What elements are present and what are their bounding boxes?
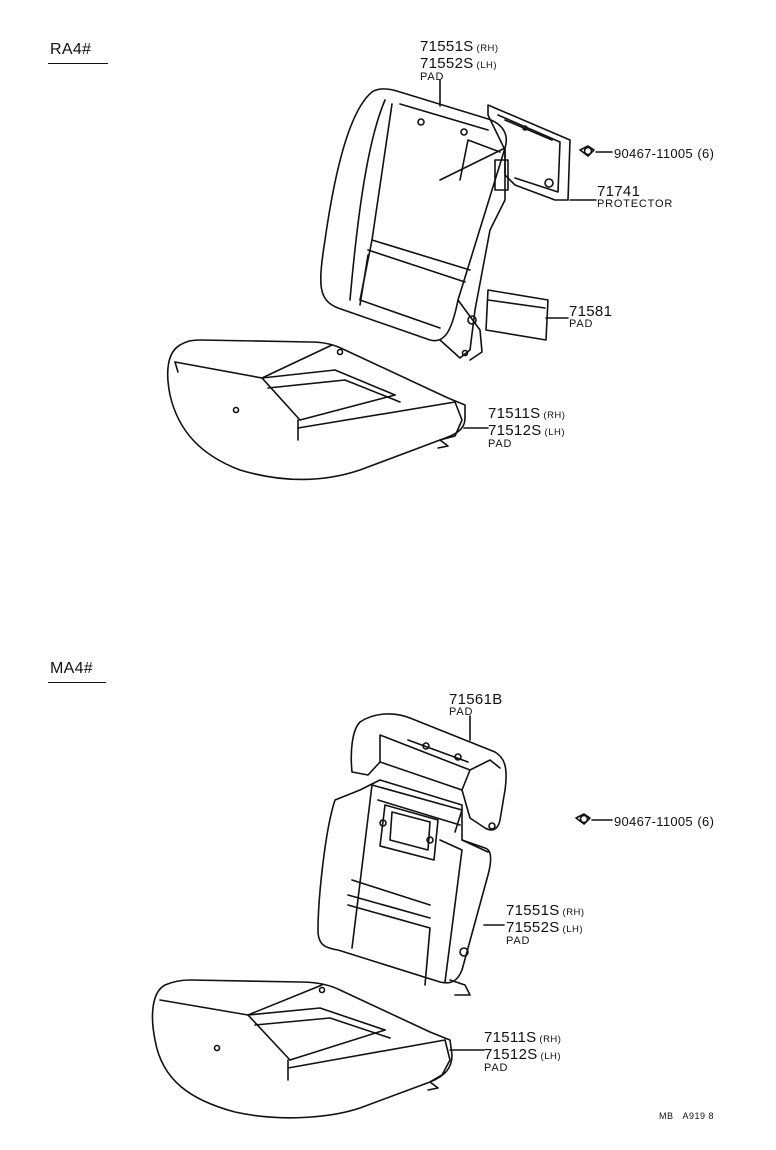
part-number: 71552S	[506, 919, 560, 936]
part-number: 71552S	[420, 55, 474, 72]
part-number: 71511S	[484, 1029, 537, 1046]
part-number: 71581	[569, 303, 613, 320]
part-description: PAD	[484, 1062, 509, 1074]
bottom-head-pad-drawing	[350, 713, 507, 831]
side-tag: (RH)	[476, 43, 499, 54]
side-tag: (LH)	[562, 924, 584, 935]
top-seat-back-drawing	[319, 88, 509, 361]
part-number: 71512S	[484, 1046, 538, 1063]
part-description: PAD	[569, 318, 594, 330]
side-tag: (RH)	[543, 410, 566, 421]
top-seat-cushion-drawing	[166, 339, 466, 481]
part-number: 90467-11005	[614, 814, 693, 829]
part-number: 71512S	[488, 422, 542, 439]
part-description: PAD	[488, 438, 513, 450]
part-number: 90467-11005	[614, 146, 693, 161]
side-tag: (RH)	[539, 1034, 562, 1045]
model-label-ra4: RA4#	[50, 41, 92, 58]
side-tag: (RH)	[562, 907, 585, 918]
part-number: 71561B	[449, 691, 503, 708]
part-description: PROTECTOR	[597, 198, 674, 210]
quantity: (6)	[697, 814, 715, 829]
footer-code: MB	[659, 1111, 674, 1121]
model-underline-ma4	[48, 682, 106, 683]
part-number: 71551S	[506, 902, 560, 919]
side-tag: (LH)	[544, 427, 566, 438]
part-description: PAD	[449, 706, 474, 718]
quantity: (6)	[697, 146, 715, 161]
footer-ref: A919 8	[682, 1111, 715, 1121]
side-tag: (LH)	[476, 60, 498, 71]
part-number: 71741	[597, 183, 641, 200]
model-label-ma4: MA4#	[50, 660, 93, 677]
part-number: 71511S	[488, 405, 541, 422]
bottom-back-pad-callout: 71551S(RH) 71552S(LH) PAD	[506, 903, 585, 947]
top-lower-pad-callout: 71581 PAD	[569, 304, 612, 330]
bottom-clip-drawing	[575, 813, 591, 825]
top-clip-callout: 90467-11005 (6)	[614, 146, 714, 162]
part-number: 71551S	[420, 38, 474, 55]
drawing-reference: MB A919 8	[659, 1112, 714, 1121]
bottom-seat-cushion-drawing	[151, 979, 453, 1119]
bottom-seat-back-drawing	[317, 779, 492, 996]
top-protector-drawing	[487, 104, 571, 201]
side-tag: (LH)	[540, 1051, 562, 1062]
bottom-cushion-pad-callout: 71511S(RH) 71512S(LH) PAD	[484, 1030, 561, 1074]
top-lower-pad-drawing	[485, 289, 549, 341]
model-underline-ra4	[48, 63, 108, 64]
top-protector-callout: 71741 PROTECTOR	[597, 184, 673, 210]
bottom-clip-callout: 90467-11005 (6)	[614, 814, 714, 830]
top-back-pad-callout: 71551S(RH) 71552S(LH) PAD	[420, 39, 499, 83]
bottom-head-pad-callout: 71561B PAD	[449, 692, 503, 718]
part-description: PAD	[420, 71, 445, 83]
part-description: PAD	[506, 935, 531, 947]
top-cushion-pad-callout: 71511S(RH) 71512S(LH) PAD	[488, 406, 565, 450]
top-clip-drawing	[579, 145, 595, 157]
